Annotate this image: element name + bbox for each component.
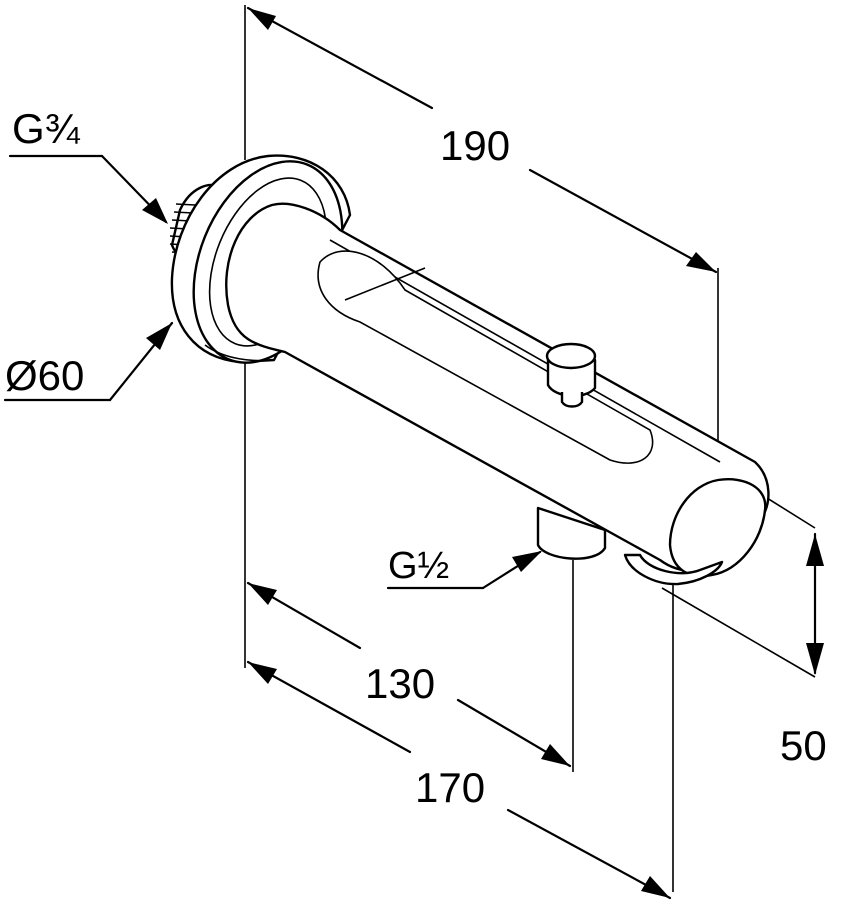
dimension-label-190: 190 (440, 122, 510, 169)
connection-label-wall: G¾ (12, 105, 81, 152)
spout-oval-groove (317, 250, 654, 464)
underside-outlet (623, 553, 724, 586)
dimension-50: 50 (780, 532, 827, 769)
dimension-label-50: 50 (780, 722, 827, 769)
spout-body (169, 154, 770, 586)
diverter-knob (545, 342, 597, 408)
dimension-190: 190 (246, 6, 718, 274)
leader-diameter: Ø60 (3, 321, 174, 402)
dimension-170: 170 (246, 660, 672, 900)
outlet-connector (536, 506, 607, 560)
spout-end-face (668, 478, 767, 578)
dimension-label-130: 130 (365, 660, 435, 707)
flange-diameter-label: Ø60 (5, 352, 84, 399)
dimension-130: 130 (246, 581, 572, 768)
leader-g12: G½ (386, 545, 542, 590)
connection-label-outlet: G½ (388, 545, 449, 587)
leader-g34: G¾ (8, 105, 168, 224)
dimension-label-170: 170 (415, 764, 485, 811)
